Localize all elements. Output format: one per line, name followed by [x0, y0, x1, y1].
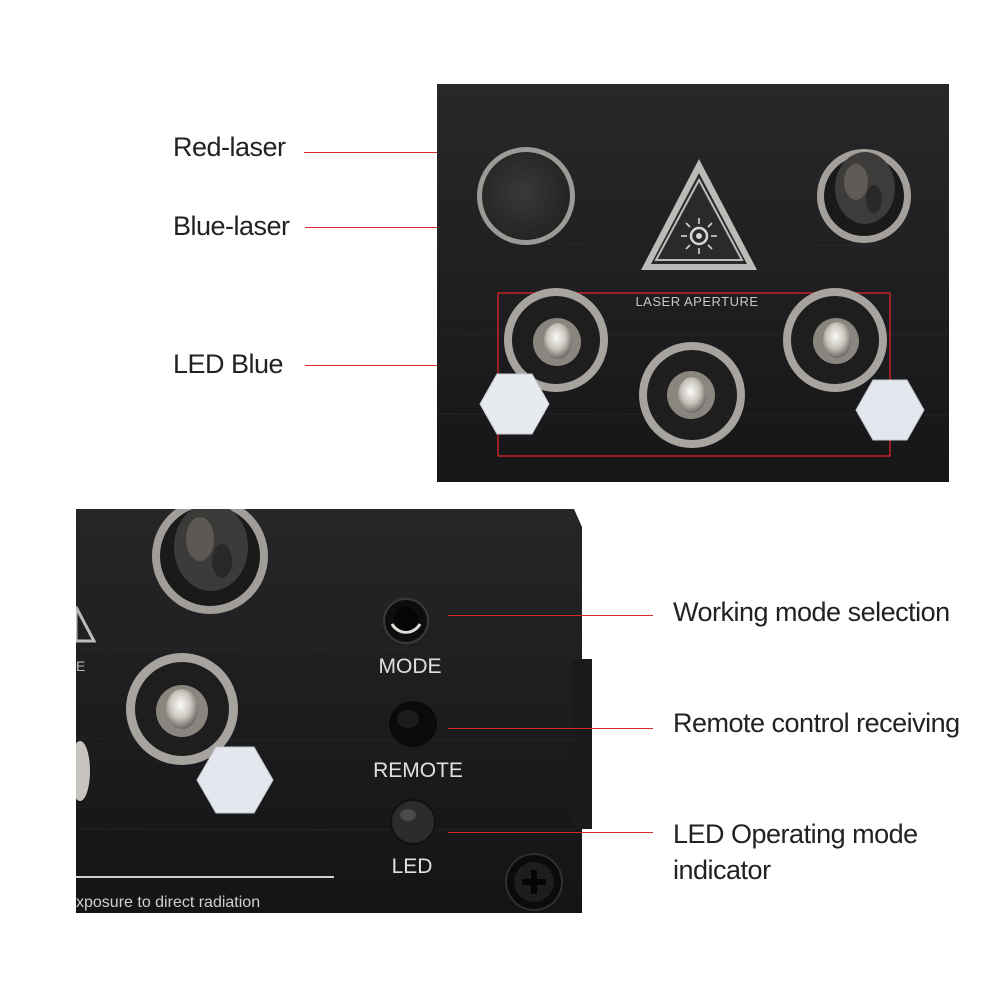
top-device-panel: LASER APERTURE [437, 84, 949, 482]
leader-line-blue-laser [305, 227, 483, 228]
laser-aperture-text: LASER APERTURE [635, 294, 758, 309]
led-lens-bottom [126, 653, 238, 765]
screw-icon [505, 853, 563, 911]
hex-diffuser-left [479, 373, 550, 435]
led-lens-center [639, 342, 745, 448]
led-lens-right [783, 288, 887, 392]
label-led-indicator-line1: LED Operating mode [673, 819, 918, 849]
led-indicator [390, 799, 436, 845]
label-working-mode: Working mode selection [673, 597, 950, 627]
hex-diffuser-right [855, 379, 925, 441]
red-laser-aperture [817, 149, 911, 243]
mode-label: MODE [379, 655, 442, 678]
led-label: LED [392, 855, 433, 878]
warning-text: xposure to direct radiation [76, 894, 260, 911]
label-led-indicator-line2: indicator [673, 855, 771, 885]
label-remote-receiving: Remote control receiving [673, 708, 960, 738]
leader-line-led-indicator [448, 832, 653, 833]
laser-warning-triangle-icon [641, 159, 757, 270]
partial-aperture-text: E [76, 658, 85, 674]
label-led-blue: LED Blue [173, 349, 284, 379]
leader-line-working-mode [448, 615, 653, 616]
remote-label: REMOTE [373, 759, 463, 782]
bottom-device-panel: E MODE REMOTE LED xposure to direct radi… [76, 509, 592, 913]
leader-line-remote [448, 728, 653, 729]
leader-line-led-blue [305, 365, 485, 366]
label-blue-laser: Blue-laser [173, 211, 290, 241]
warning-triangle-partial-icon [76, 606, 97, 643]
blue-laser-aperture [477, 147, 575, 245]
hex-diffuser-bottom [196, 746, 274, 814]
mode-button [383, 598, 429, 644]
label-red-laser: Red-laser [173, 132, 286, 162]
led-lens-left [504, 288, 608, 392]
laser-aperture-partial [152, 509, 268, 614]
remote-receiver [389, 701, 437, 747]
